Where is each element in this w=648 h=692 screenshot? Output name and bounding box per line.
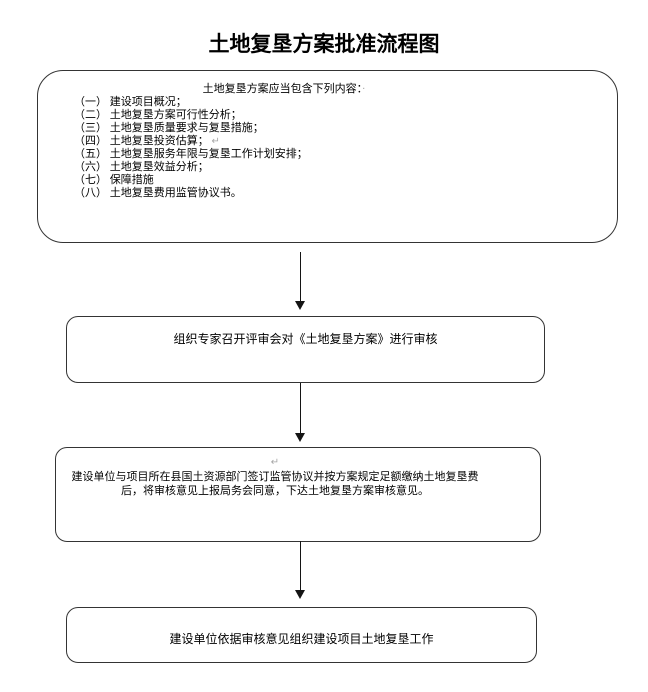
supervision-agreement-line1: 建设单位与项目所在县国土资源部门签订监管协议并按方案规定足额缴纳土地复垦费 [71, 471, 479, 483]
flow-node-reclamation-work: 建设单位依据审核意见组织建设项目土地复垦工作 [66, 607, 537, 663]
supervision-agreement-line2: 后，将审核意见上报局务会同意，下达土地复垦方案审核意见。 [121, 485, 429, 497]
plan-content-item: （八） 土地复垦费用监管协议书。 [74, 187, 242, 199]
plan-contents-header: 土地复垦方案应当包含下列内容：· [202, 83, 366, 95]
plan-content-item: （三） 土地复垦质量要求与复垦措施； [74, 122, 264, 134]
plan-content-item: （五） 土地复垦服务年限与复垦工作计划安排； [74, 148, 308, 160]
paragraph-mark: · [362, 84, 366, 95]
flow-arrow-line [299, 252, 301, 303]
flow-node-plan-contents: 土地复垦方案应当包含下列内容：· （一） 建设项目概况； （二） 土地复垦方案可… [37, 70, 618, 243]
flow-node-supervision-agreement: ↵ 建设单位与项目所在县国土资源部门签订监管协议并按方案规定足额缴纳土地复垦费 … [55, 447, 541, 542]
flow-node-expert-review: 组织专家召开评审会对《土地复垦方案》进行审核 [66, 316, 545, 383]
flow-arrow-head [294, 433, 305, 442]
return-mark-icon: ↵ [270, 457, 280, 468]
plan-content-item: （六） 土地复垦效益分析； [74, 161, 209, 173]
plan-content-item: （七） 保障措施 [74, 174, 154, 186]
flow-arrow-line [299, 541, 301, 591]
return-mark-icon: ↵ [211, 136, 220, 147]
flow-arrow-head [294, 301, 305, 310]
page-title: 土地复垦方案批准流程图 [208, 32, 440, 56]
flow-arrow-line [299, 383, 301, 434]
reclamation-work-text: 建设单位依据审核意见组织建设项目土地复垦工作 [169, 632, 434, 646]
plan-content-item: （一） 建设项目概况； [74, 96, 187, 108]
expert-review-text: 组织专家召开评审会对《土地复垦方案》进行审核 [173, 332, 438, 346]
plan-content-item: （四） 土地复垦投资估算； ↵ [74, 135, 220, 147]
plan-content-item: （二） 土地复垦方案可行性分析； [74, 109, 242, 121]
flow-arrow-head [294, 590, 305, 599]
